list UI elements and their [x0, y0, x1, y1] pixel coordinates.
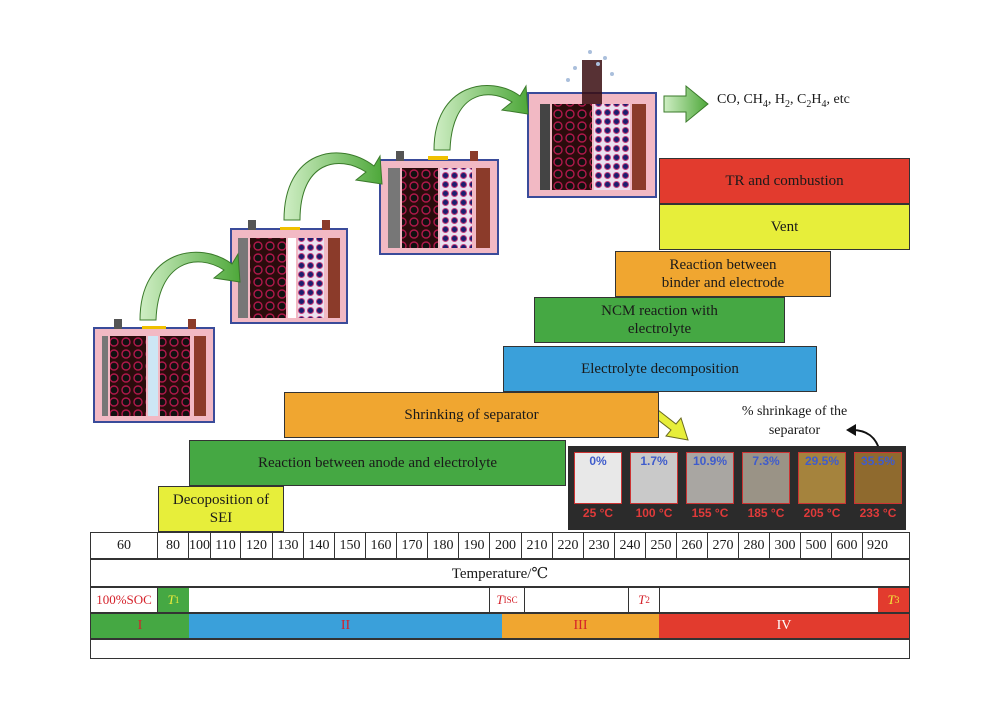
temperature-tick: 220 [553, 533, 584, 558]
gas-output-arrow [663, 84, 709, 124]
temperature-tick: 200 [490, 533, 522, 558]
battery-cell-stage-2 [230, 220, 348, 324]
temperature-tick: 600 [832, 533, 863, 558]
shrinkage-percent: 7.3% [752, 454, 780, 468]
temperature-tick: 180 [428, 533, 459, 558]
temperature-tick: 170 [397, 533, 428, 558]
gas-products-label: CO, CH4, H2, C2H4, etc [717, 92, 850, 110]
sample-temperature: 155 °C [691, 506, 729, 520]
separator-sample-photo [686, 452, 734, 504]
separator-sample-photo [574, 452, 622, 504]
reaction-bar-tr-combustion: TR and combustion [659, 158, 910, 204]
temperature-tick: 270 [708, 533, 739, 558]
temperature-tick: 120 [241, 533, 273, 558]
reaction-bar-vent: Vent [659, 204, 910, 250]
sample-temperature: 205 °C [803, 506, 841, 520]
battery-cell-stage-3 [379, 151, 499, 255]
reaction-bar-ncm-electrolyte: NCM reaction with electrolyte [534, 297, 785, 343]
reaction-bar-electrolyte-decomposition: Electrolyte decomposition [503, 346, 817, 392]
temperature-tick: 280 [739, 533, 770, 558]
temperature-tick: 110 [211, 533, 241, 558]
separator-sample-photo [742, 452, 790, 504]
sample-temperature: 100 °C [635, 506, 673, 520]
battery-cell-stage-1 [93, 319, 215, 423]
temperature-tick: 920 [867, 537, 888, 553]
reaction-bar-sei-decomposition: Decoposition of SEI [158, 486, 284, 532]
shrinkage-percent: 1.7% [640, 454, 668, 468]
stage-i: I [91, 614, 189, 638]
separator-sample-photo [854, 452, 902, 504]
temperature-tick: 160 [366, 533, 397, 558]
reaction-bar-anode-electrolyte: Reaction between anode and electrolyte [189, 440, 566, 486]
temperature-tick: 190 [459, 533, 490, 558]
soc-marker: 100%SOC [91, 588, 158, 612]
temperature-tick: 100 [189, 533, 211, 558]
stage-iii: III [502, 614, 659, 638]
separator-sample-photo [630, 452, 678, 504]
battery-cell-stage-4 [527, 50, 657, 198]
shrinkage-percent: 35.5% [860, 454, 896, 468]
temperature-tick: 60 [91, 533, 158, 558]
blank-row [90, 639, 910, 659]
separator-shrinkage-label: % shrinkage of the separator [741, 404, 848, 438]
stage-ii: II [189, 614, 502, 638]
progression-arrow-2 [283, 152, 383, 221]
shrinkage-percent: 29.5% [804, 454, 840, 468]
sample-temperature: 185 °C [747, 506, 785, 520]
progression-arrow-3 [433, 84, 529, 151]
shrinkage-percent: 0% [589, 454, 607, 468]
reaction-bar-binder-electrode: Reaction between binder and electrode [615, 251, 831, 297]
stage-iv: IV [659, 614, 909, 638]
temperature-tick: 80 [158, 533, 189, 558]
reaction-bar-separator-shrinking: Shrinking of separator [284, 392, 659, 438]
temperature-tick: 240 [615, 533, 646, 558]
temperature-tick: 250 [646, 533, 677, 558]
temperature-tick: 140 [304, 533, 335, 558]
temperature-tick: 130 [273, 533, 304, 558]
temperature-tick: 230 [584, 533, 615, 558]
temperature-tick: 260 [677, 533, 708, 558]
temperature-tick: 150 [335, 533, 366, 558]
shrinkage-percent: 10.9% [692, 454, 728, 468]
temperature-axis-label: Temperature/℃ [90, 559, 910, 587]
temperature-tick: 210 [522, 533, 553, 558]
separator-sample-photo [798, 452, 846, 504]
sample-temperature: 25 °C [582, 506, 614, 520]
sample-temperature: 233 °C [859, 506, 897, 520]
temperature-tick: 500 [801, 533, 832, 558]
temperature-tick: 300 [770, 533, 801, 558]
progression-arrow-1 [139, 251, 241, 321]
stage-row: I II III IV [90, 613, 910, 639]
separator-photo-strip: 0% 25 °C 1.7% 100 °C 10.9% 155 °C 7.3% 1… [568, 446, 906, 530]
